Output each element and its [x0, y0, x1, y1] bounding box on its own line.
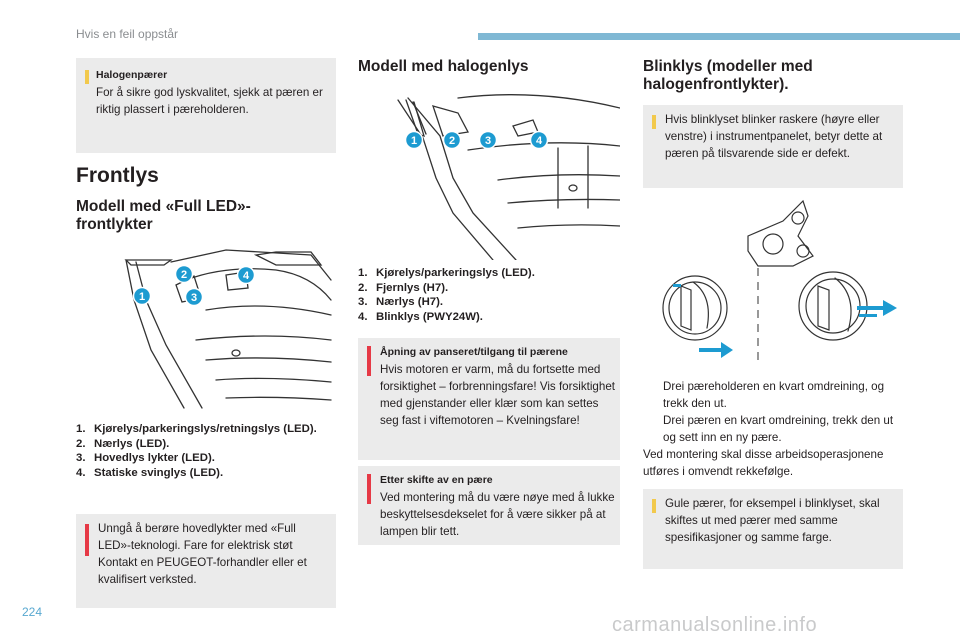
warning-box-full-led: Unngå å berøre hovedlykter med «Full LED… — [76, 514, 336, 608]
warning-text: Unngå å berøre hovedlykter med «Full LED… — [98, 522, 307, 586]
warning-marker-icon — [85, 524, 89, 556]
info-box-indicator: Hvis blinklyset blinker raskere (høyre e… — [643, 105, 903, 188]
warning-box-hood: Åpning av panseret/tilgang til pærene Hv… — [358, 338, 620, 460]
full-led-headlight-illustration: 1 2 3 4 — [124, 249, 332, 409]
list-item: 4.Statiske svinglys (LED). — [76, 466, 224, 479]
info-marker-icon — [652, 115, 656, 129]
callout-3: 3 — [191, 292, 197, 304]
watermark: carmanualsonline.info — [612, 614, 818, 636]
warning-box-after-change: Etter skifte av en pære Ved montering må… — [358, 466, 620, 545]
step-item: Drei pæreholderen en kvart omdreining, o… — [643, 378, 908, 412]
info-text: For å sikre god lyskvalitet, sjekk at pæ… — [96, 86, 323, 116]
warning-title: Etter skifte av en pære — [380, 474, 493, 486]
callout-2: 2 — [181, 269, 187, 281]
step-item: Drei pæren en kvart omdreining, trekk de… — [643, 412, 908, 446]
list-item: 2.Nærlys (LED). — [76, 437, 170, 450]
info-title: Halogenpærer — [96, 69, 168, 81]
square-bullet-icon — [643, 378, 663, 412]
section-title: Hvis en feil oppstår — [76, 27, 179, 41]
info-text: Hvis blinklyset blinker raskere (høyre e… — [665, 113, 883, 160]
info-marker-icon — [85, 70, 89, 84]
warning-marker-icon — [367, 474, 371, 504]
info-text: Gule pærer, for eksempel i blinklyset, s… — [665, 497, 880, 544]
subheading-halogen: Modell med halogenlys — [358, 58, 529, 75]
square-bullet-icon — [643, 412, 663, 446]
callout-4: 4 — [243, 270, 250, 282]
list-item: 4.Blinklys (PWY24W). — [358, 310, 483, 323]
callout-2: 2 — [449, 135, 455, 147]
list-item: 1.Kjørelys/parkeringslys (LED). — [358, 267, 535, 279]
instructions: Drei pæreholderen en kvart omdreining, o… — [643, 378, 908, 480]
callout-3: 3 — [485, 135, 491, 147]
list-item: 3.Nærlys (H7). — [358, 296, 444, 308]
list-item: 1.Kjørelys/parkeringslys/retningslys (LE… — [76, 423, 317, 435]
info-box-halogen: Halogenpærer For å sikre god lyskvalitet… — [76, 58, 336, 153]
warning-text: Ved montering må du være nøye med å lukk… — [380, 491, 615, 538]
bulb-holder-illustration — [662, 199, 897, 364]
warning-marker-icon — [367, 346, 371, 376]
info-marker-icon — [652, 499, 656, 513]
warning-title: Åpning av panseret/tilgang til pærene — [380, 346, 568, 358]
callout-4: 4 — [536, 135, 543, 147]
subheading-full-led: Modell med «Full LED»-frontlykter — [76, 198, 251, 233]
list-item: 2.Fjernlys (H7). — [358, 281, 449, 294]
halogen-list: 1.Kjørelys/parkeringslys (LED). 2.Fjernl… — [358, 266, 618, 324]
page-number: 224 — [22, 605, 43, 619]
header-bar — [478, 33, 960, 40]
subheading-indicator: Blinklys (modeller med halogenfrontlykte… — [643, 58, 813, 93]
warning-text: Hvis motoren er varm, må du fortsette me… — [380, 363, 615, 427]
list-item: 3.Hovedlys lykter (LED). — [76, 452, 215, 464]
callout-1: 1 — [411, 135, 417, 147]
info-box-yellow-bulbs: Gule pærer, for eksempel i blinklyset, s… — [643, 489, 903, 569]
page-title: Frontlys — [76, 164, 159, 187]
note-text: Ved montering skal disse arbeidsoperasjo… — [643, 448, 884, 478]
full-led-list: 1.Kjørelys/parkeringslys/retningslys (LE… — [76, 422, 331, 480]
callout-1: 1 — [139, 291, 145, 303]
halogen-headlight-illustration: 1 2 3 4 — [397, 94, 620, 260]
